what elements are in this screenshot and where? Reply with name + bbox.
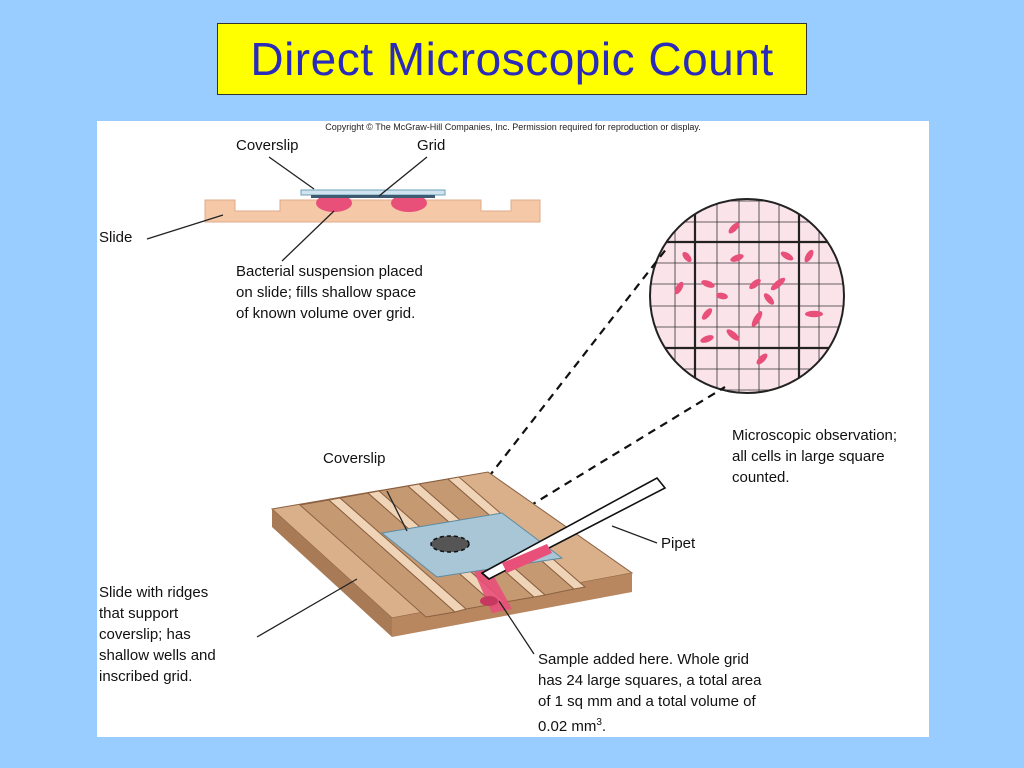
bacteria-cells	[674, 222, 823, 365]
label-microscopic-observation: Microscopic observation; all cells in la…	[732, 427, 898, 486]
label-slide-ridges: Slide with ridges that support coverslip…	[99, 584, 216, 685]
grid-top-shape	[311, 195, 435, 198]
pipet-shape	[480, 476, 667, 580]
suspension-drop-left	[316, 194, 352, 212]
magnified-grid-view	[649, 198, 845, 394]
label-coverslip-bottom: Coverslip	[323, 450, 386, 467]
suspension-drop-right	[391, 194, 427, 212]
figure-panel: Copyright © The McGraw-Hill Companies, I…	[97, 121, 929, 737]
label-pipet: Pipet	[661, 535, 696, 552]
label-bacterial-suspension: Bacterial suspension placed on slide; fi…	[236, 263, 423, 322]
page-title: Direct Microscopic Count	[250, 33, 774, 85]
label-slide: Slide	[99, 229, 133, 246]
label-coverslip-top: Coverslip	[236, 137, 299, 154]
label-sample: Sample added here. Whole grid has 24 lar…	[538, 651, 762, 735]
copyright-notice: Copyright © The McGraw-Hill Companies, I…	[325, 122, 701, 132]
inscribed-grid	[430, 535, 470, 553]
diagram-canvas	[146, 156, 845, 655]
label-grid: Grid	[417, 137, 446, 154]
slide-cross-section	[204, 189, 541, 223]
coverslip-top-shape	[300, 189, 446, 196]
title-box: Direct Microscopic Count	[217, 23, 807, 95]
